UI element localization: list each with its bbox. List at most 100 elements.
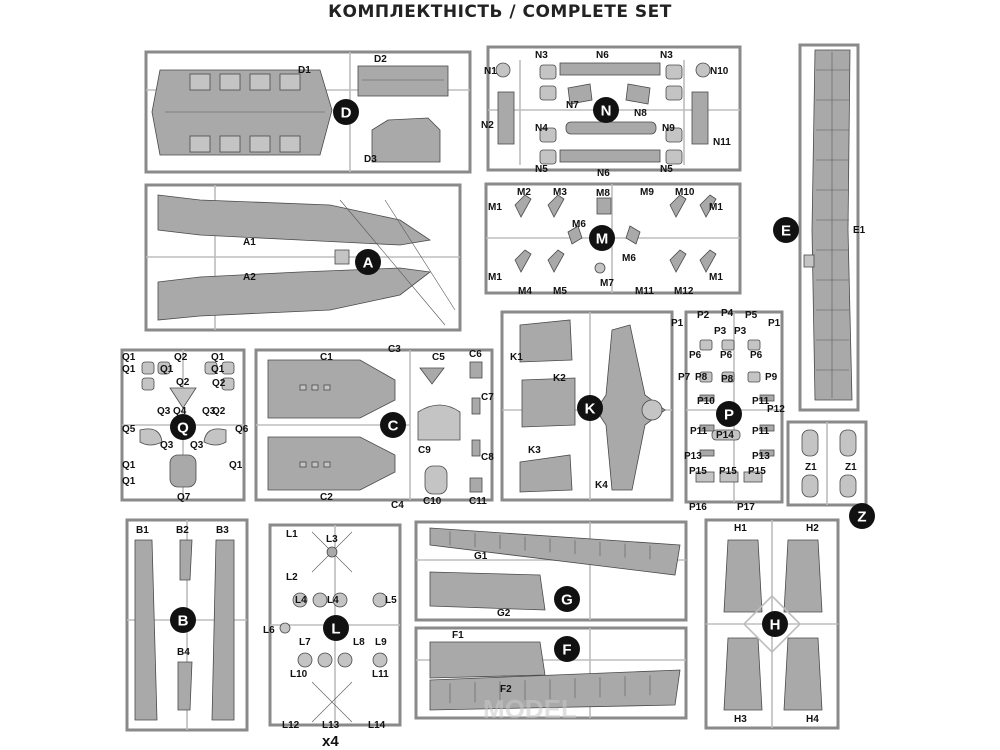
sprue-badge-circle [716, 401, 742, 427]
part-number-label: M1 [709, 272, 723, 283]
part-p-small [699, 371, 713, 383]
part-q7 [169, 454, 197, 488]
sprue-badge-circle [554, 586, 580, 612]
part-k-spinner [641, 399, 663, 421]
part-m-strut [699, 194, 717, 218]
part-number-label: B2 [176, 525, 189, 536]
part-number-label: P9 [765, 372, 778, 383]
sprue-l-frame [268, 523, 402, 727]
part-number-label: M6 [572, 219, 586, 230]
part-number-label: P5 [745, 310, 758, 321]
part-number-label: C5 [432, 352, 445, 363]
part-number-label: Q1 [122, 476, 136, 487]
sprue-badge-letter: K [585, 401, 596, 418]
part-m-strut [514, 194, 532, 218]
part-number-label: G1 [474, 551, 488, 562]
part-number-label: M11 [635, 286, 654, 297]
part-number-label: D2 [374, 54, 387, 65]
part-m-strut [669, 249, 687, 273]
part-number-label: L3 [326, 534, 338, 545]
part-small [665, 127, 683, 143]
sprue-badge-letter: N [601, 103, 612, 120]
window-detail [323, 384, 331, 391]
part-c9 [417, 404, 461, 441]
part-number-label: Q1 [211, 352, 225, 363]
part-small [665, 85, 683, 101]
part-c6 [469, 361, 483, 379]
part-k3 [519, 454, 573, 493]
part-number-label: P7 [678, 372, 691, 383]
sprue-k-frame [500, 310, 674, 502]
sprue-badge-circle [762, 611, 788, 637]
part-c8 [471, 439, 481, 457]
part-number-label: K3 [528, 445, 541, 456]
part-number-label: P11 [752, 426, 770, 437]
part-number-label: P11 [752, 396, 770, 407]
part-number-label: P4 [721, 308, 734, 319]
part-number-label: M8 [596, 188, 610, 199]
part-number-label: H1 [734, 523, 747, 534]
part-h4 [783, 637, 823, 711]
part-q-small [141, 361, 155, 375]
part-number-label: C8 [481, 452, 494, 463]
window-detail [189, 135, 211, 153]
part-number-label: N8 [634, 108, 647, 119]
part-m-strut [669, 194, 687, 218]
sprue-f-frame [414, 626, 688, 720]
part-l-wheel [372, 592, 388, 608]
part-d3 [371, 117, 441, 163]
part-small [665, 64, 683, 80]
part-m-strut [514, 249, 532, 273]
part-l-wheel [337, 652, 353, 668]
sprue-badge-letter: Q [177, 420, 189, 437]
part-c11 [469, 477, 483, 493]
part-number-label: F2 [500, 684, 512, 695]
part-number-label: C6 [469, 349, 482, 360]
sprue-h-frame [704, 518, 840, 730]
part-number-label: B4 [177, 647, 190, 658]
part-number-label: P13 [752, 451, 770, 462]
part-p-small [747, 371, 761, 383]
part-number-label: C2 [320, 492, 333, 503]
part-b3 [211, 539, 235, 721]
part-p-pin [699, 449, 715, 457]
part-e1-tab [803, 254, 815, 268]
sprue-badge-letter: G [561, 592, 573, 609]
part-number-label: P2 [697, 310, 710, 321]
part-b4 [177, 661, 193, 711]
part-b1 [134, 539, 158, 721]
sprue-d-frame [144, 50, 472, 174]
part-m6 [567, 225, 583, 245]
part-number-label: L12 [282, 720, 300, 731]
part-number-label: M12 [674, 286, 694, 297]
part-number-label: H4 [806, 714, 819, 725]
sprue-g-frame [414, 520, 688, 622]
sprue-badge-letter: F [562, 642, 571, 659]
part-k1 [519, 319, 573, 363]
part-number-label: P17 [737, 502, 755, 513]
part-number-label: L14 [368, 720, 386, 731]
part-number-label: K4 [595, 480, 608, 491]
window-detail [323, 461, 331, 468]
part-number-label: L9 [375, 637, 387, 648]
part-z1 [839, 474, 857, 498]
part-m8 [596, 197, 612, 215]
part-number-label: M1 [709, 202, 723, 213]
part-number-label: Q1 [211, 364, 225, 375]
part-number-label: N11 [713, 137, 731, 148]
part-number-label: L11 [372, 669, 389, 680]
sprue-a-frame [144, 183, 462, 332]
part-number-label: P6 [689, 350, 702, 361]
part-number-label: L4 [327, 595, 339, 606]
part-small [539, 64, 557, 80]
